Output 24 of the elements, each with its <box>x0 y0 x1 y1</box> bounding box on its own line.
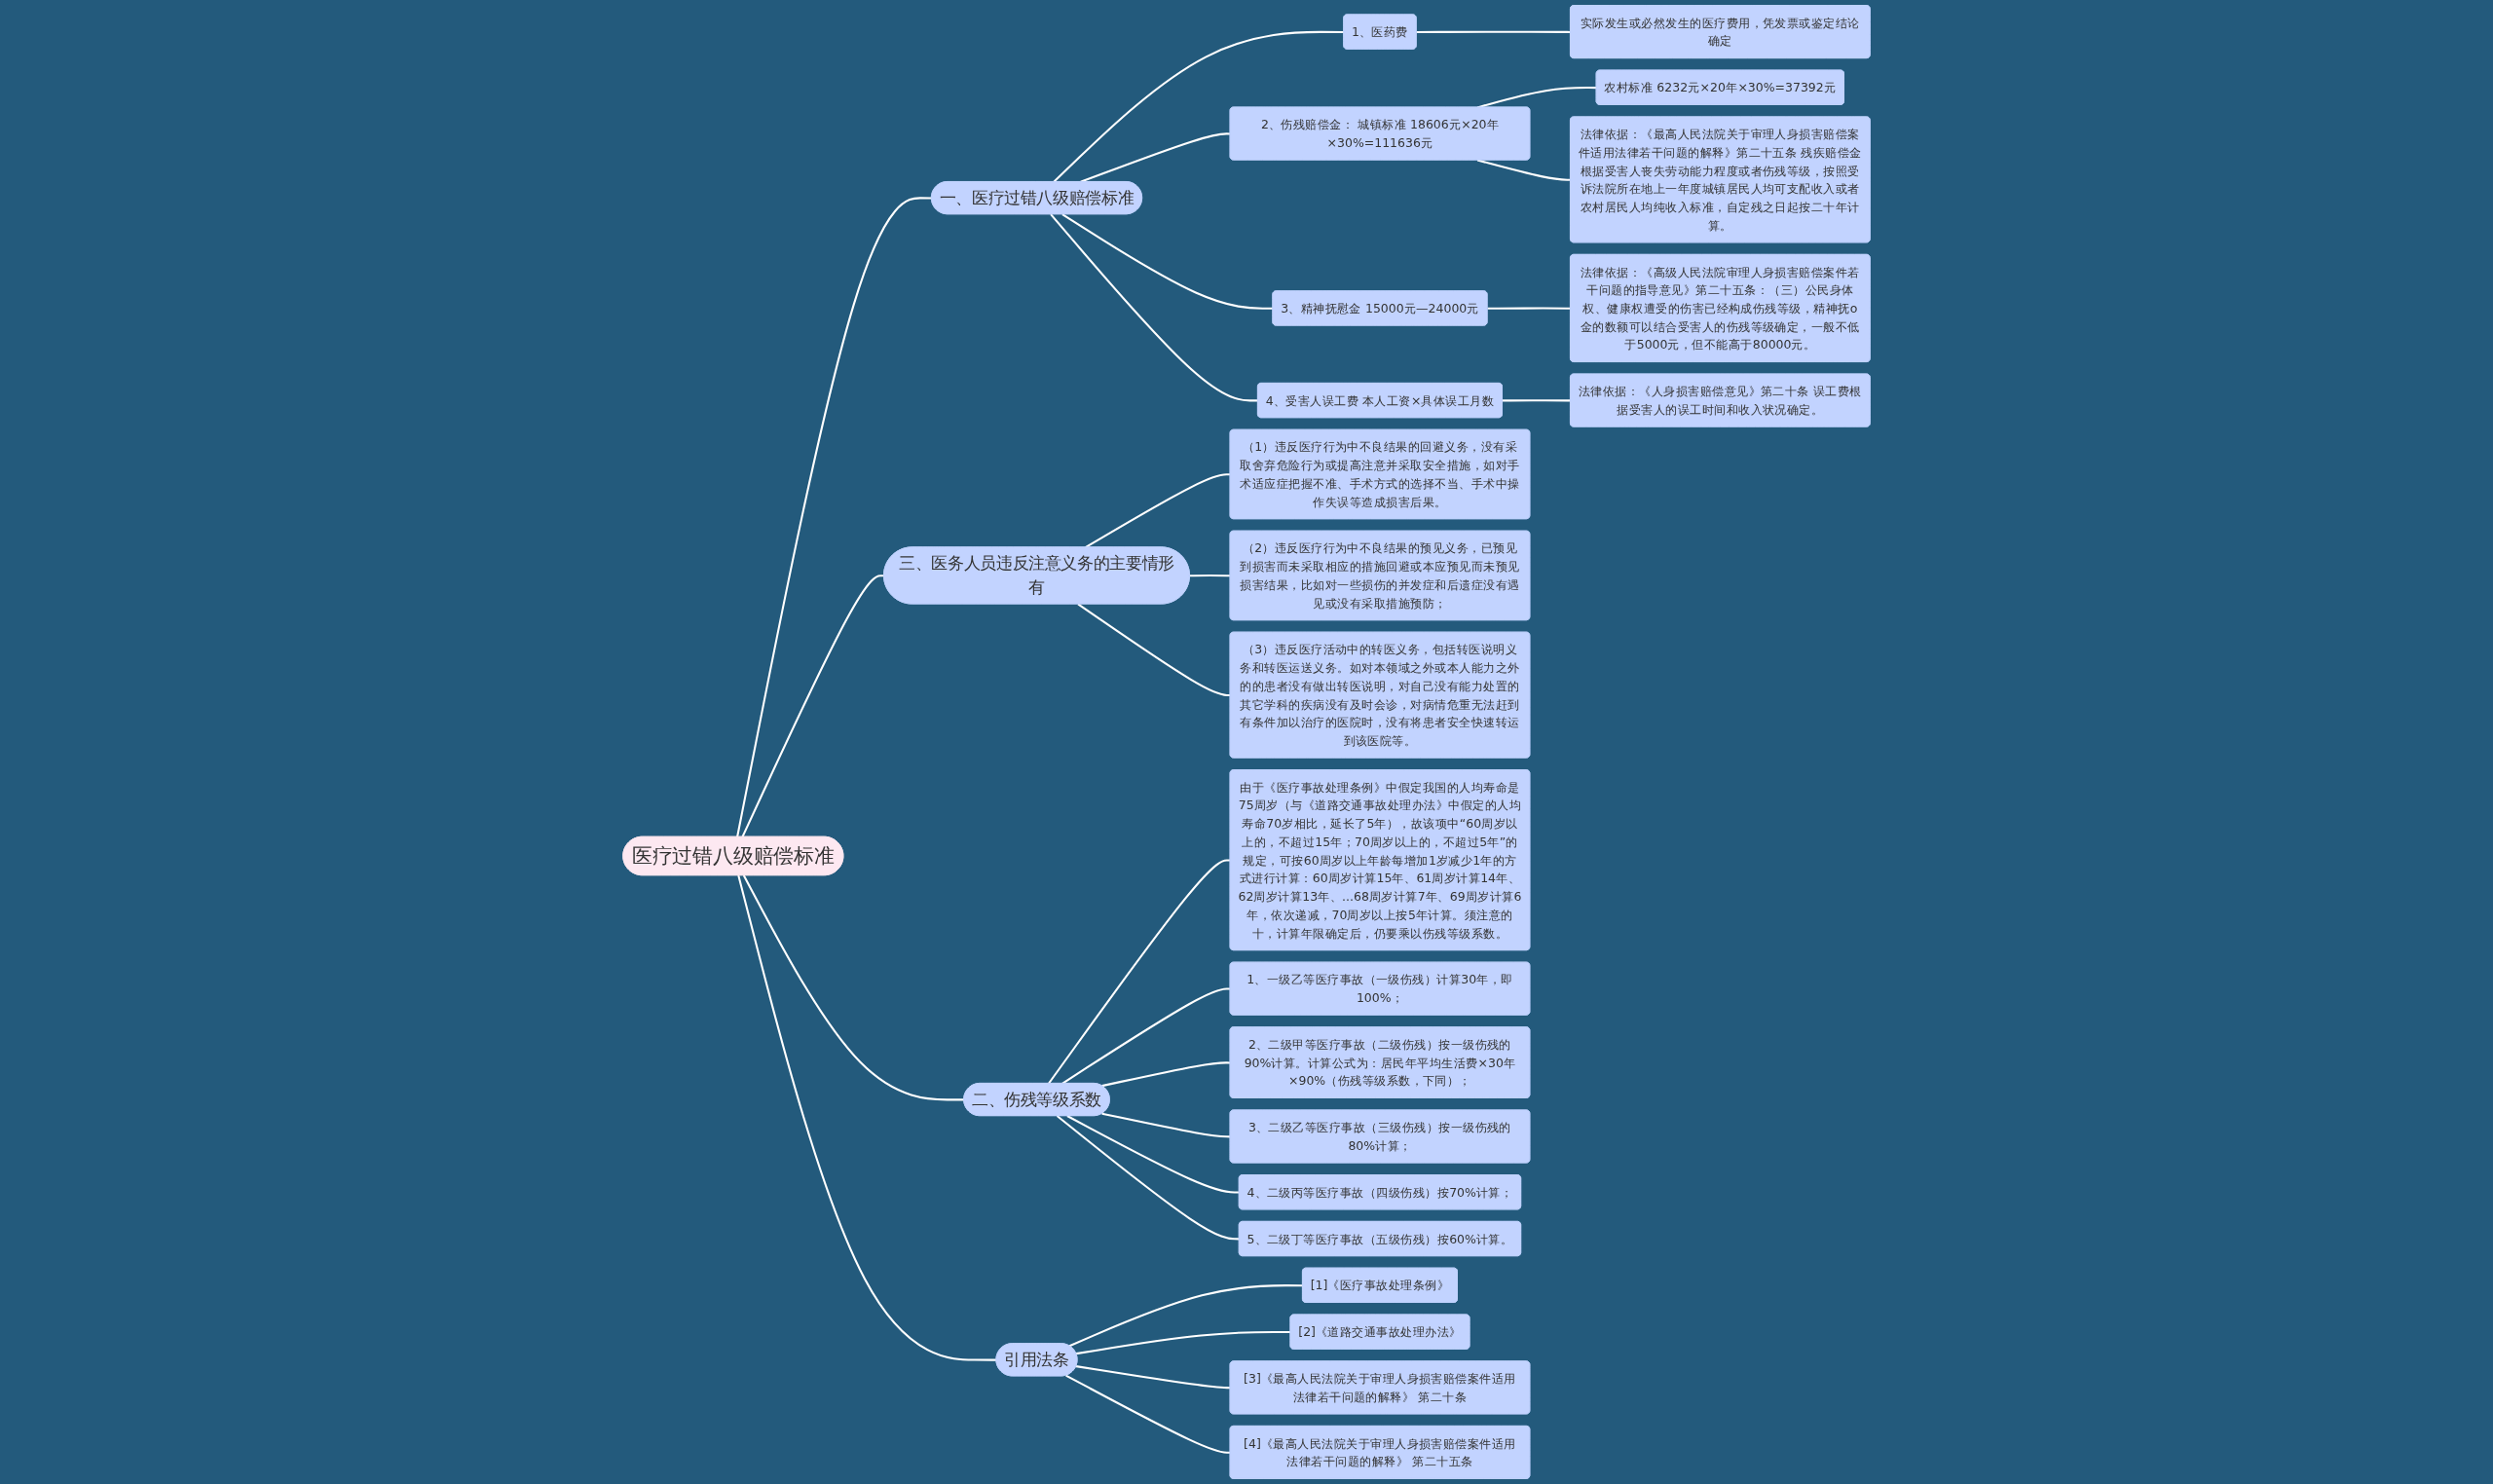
connector <box>1075 1330 1291 1355</box>
connector <box>1050 213 1258 402</box>
connector <box>1101 1112 1231 1138</box>
connector <box>1068 1284 1303 1348</box>
connector <box>1053 30 1345 183</box>
connector <box>1066 1115 1240 1194</box>
connector <box>1476 159 1571 181</box>
connector <box>1080 132 1231 183</box>
connector <box>1416 30 1571 33</box>
connector <box>1101 1061 1231 1088</box>
connector <box>1061 987 1231 1085</box>
connector <box>1077 603 1231 697</box>
connector <box>1061 213 1274 310</box>
connector <box>1048 859 1231 1085</box>
connector <box>1075 1365 1231 1390</box>
connector <box>736 197 932 837</box>
connector <box>737 874 997 1361</box>
connector <box>1502 399 1571 402</box>
connector <box>1065 1374 1231 1454</box>
connector <box>1189 575 1231 577</box>
connector <box>741 575 884 837</box>
connector <box>742 874 964 1101</box>
connector <box>1487 307 1571 310</box>
connector <box>1056 1115 1240 1241</box>
